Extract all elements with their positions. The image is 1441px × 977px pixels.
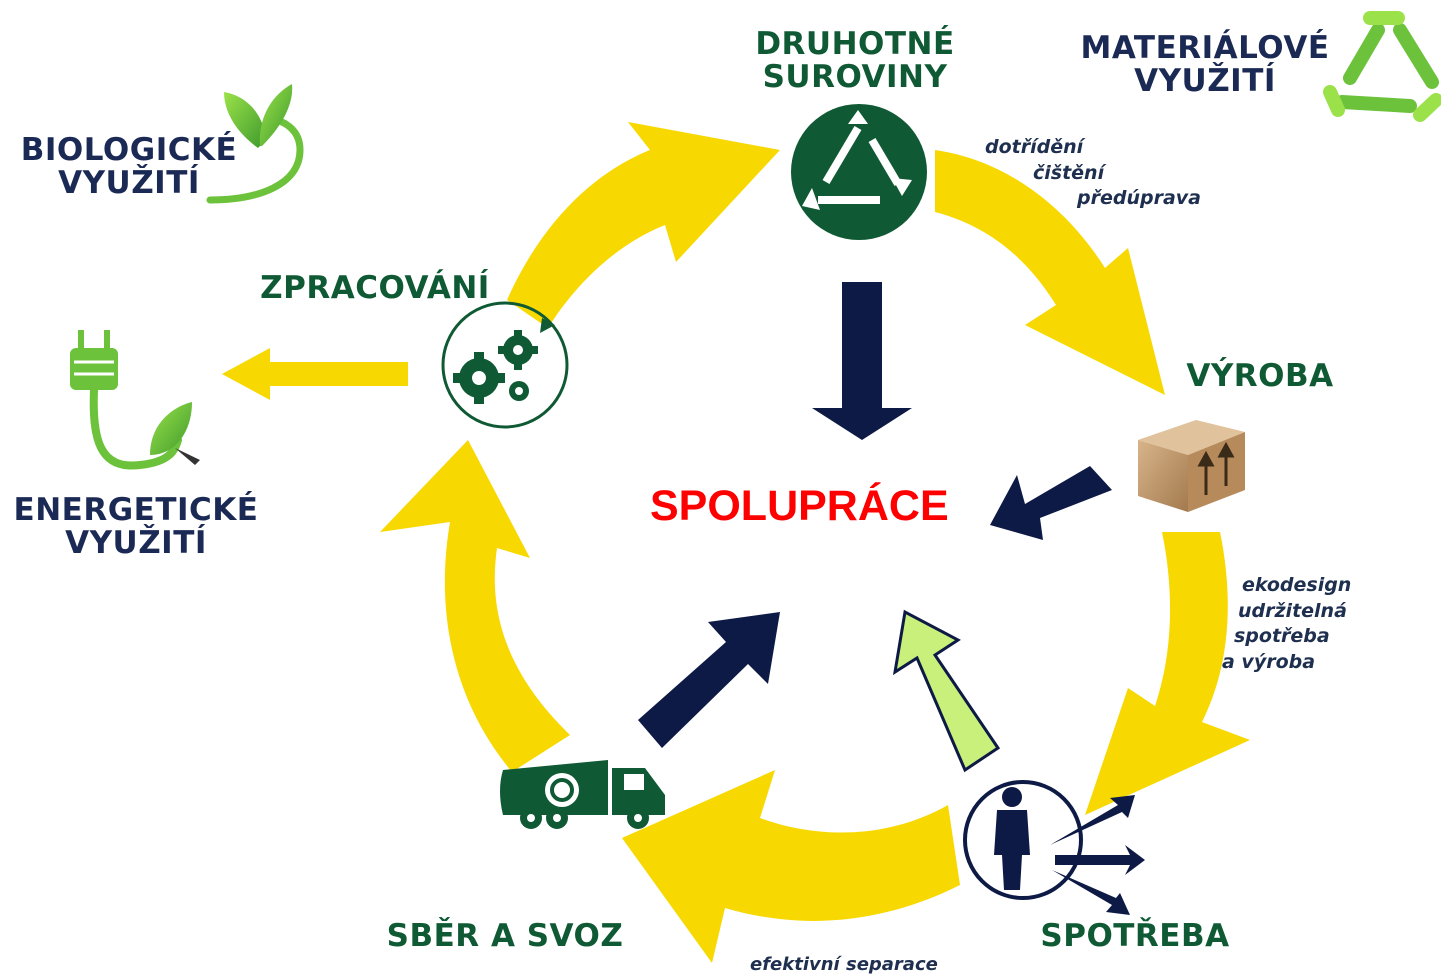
note-right-line3: spotřeba (1234, 625, 1330, 648)
recycle-leaf-icon (1323, 11, 1441, 122)
arrow-zpracovani-to-druhotne (507, 122, 780, 328)
label-druhotne-line1: DRUHOTNÉ (755, 26, 955, 62)
note-top: dotřídění čištění předúprava (985, 135, 1201, 212)
note-top-line2: čištění (1033, 161, 1105, 184)
arrow-left-to-center (990, 466, 1112, 540)
label-druhotne-suroviny: DRUHOTNÉ SUROVINY (735, 28, 975, 93)
label-materialove-line1: MATERIÁLOVÉ (1080, 30, 1330, 66)
note-right-line4: a výroba (1222, 650, 1316, 673)
note-right-line1: ekodesign (1242, 574, 1352, 596)
center-label: SPOLUPRÁCE (650, 482, 949, 530)
label-energeticke-line2: VYUŽITÍ (65, 524, 207, 561)
label-sber-text: SBĚR A SVOZ (386, 918, 624, 954)
arrow-vyroba-to-spotreba (1085, 532, 1250, 815)
cycle-arrows (222, 122, 1250, 963)
label-druhotne-line2: SUROVINY (762, 58, 948, 95)
arrow-spotreba-to-sber (622, 770, 960, 963)
label-spotreba-text: SPOTŘEBA (1040, 918, 1230, 954)
arrow-up-from-spotreba (892, 609, 1001, 773)
label-materialove-vyuziti: MATERIÁLOVÉ VYUŽITÍ (1070, 32, 1340, 97)
label-biologicke-line2: VYUŽITÍ (58, 164, 200, 201)
gears-icon (441, 301, 569, 429)
label-zpracovani-text: ZPRACOVÁNÍ (260, 270, 490, 306)
arrow-sber-to-zpracovani (380, 440, 570, 772)
plug-leaf-icon (70, 330, 200, 470)
label-biologicke-line1: BIOLOGICKÉ (20, 132, 238, 168)
note-right-line2: udržitelná (1238, 599, 1347, 622)
arrow-druhotne-to-vyroba (935, 150, 1165, 395)
note-top-line3: předúprava (1077, 187, 1201, 210)
note-bottom-text: efektivní separace (750, 954, 938, 975)
label-vyroba-text: VÝROBA (1186, 358, 1334, 394)
label-energeticke-line1: ENERGETICKÉ (13, 492, 259, 528)
label-sber-a-svoz: SBĚR A SVOZ (370, 920, 640, 953)
box-icon (1138, 420, 1245, 512)
arrow-up-from-truck (638, 612, 780, 748)
note-right: ekodesign udržitelná spotřeba a výroba (1222, 573, 1351, 676)
garbage-truck-icon (500, 760, 665, 829)
cooperation-arrows (638, 282, 1112, 748)
arrow-down-to-center (812, 282, 912, 440)
label-vyroba: VÝROBA (1175, 360, 1345, 393)
label-biologicke-vyuziti: BIOLOGICKÉ VYUŽITÍ (14, 134, 244, 199)
arrow-to-energeticke (222, 348, 408, 400)
label-energeticke-vyuziti: ENERGETICKÉ VYUŽITÍ (6, 494, 266, 559)
person-icon (963, 780, 1145, 915)
label-spotreba: SPOTŘEBA (1020, 920, 1250, 953)
recycle-icon (791, 104, 927, 240)
label-materialove-line2: VYUŽITÍ (1134, 62, 1276, 99)
label-zpracovani: ZPRACOVÁNÍ (245, 272, 505, 305)
leaf-swoosh-icon (206, 84, 304, 204)
note-bottom: efektivní separace (750, 953, 938, 977)
note-top-line1: dotřídění (985, 136, 1084, 158)
